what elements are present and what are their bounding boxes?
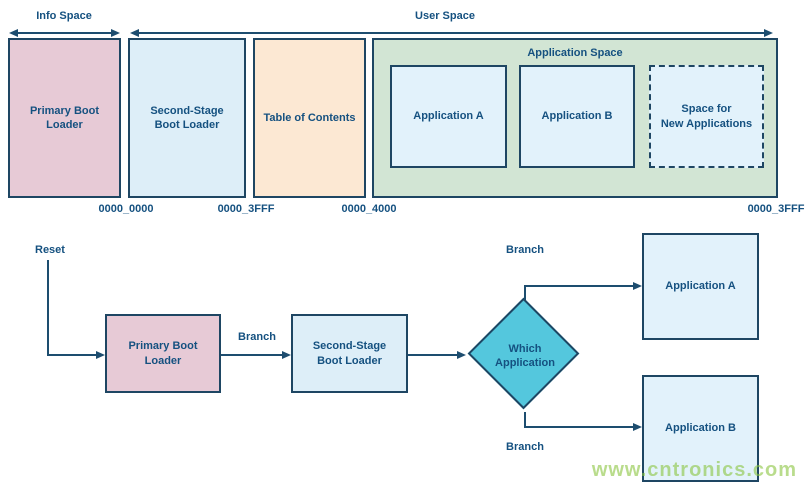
- arrowhead-right-icon: [111, 29, 120, 37]
- arrowhead-left-icon: [9, 29, 18, 37]
- user-space-label: User Space: [415, 10, 475, 22]
- memory-block-application-b: Application B: [519, 65, 635, 168]
- flow-node-primary-boot-loader: Primary Boot Loader: [105, 314, 221, 393]
- info-space-arrow-line: [18, 32, 112, 34]
- ssbl-to-decision-line: [408, 354, 457, 356]
- address-label-0: 0000_0000: [98, 203, 154, 215]
- branch-label-top: Branch: [506, 244, 544, 256]
- address-label-2: 0000_4000: [341, 203, 397, 215]
- flow-node-second-stage-boot-loader: Second-Stage Boot Loader: [291, 314, 408, 393]
- watermark-text: www.cntronics.com: [591, 459, 797, 481]
- reset-label: Reset: [35, 244, 65, 256]
- application-space-label: Application Space: [527, 47, 623, 59]
- info-space-label: Info Space: [36, 10, 92, 22]
- reset-arrow-vline: [47, 260, 49, 356]
- memory-block-primary-boot-loader: Primary Boot Loader: [8, 38, 121, 198]
- decision-to-app-b-vline: [524, 412, 526, 428]
- memory-block-application-a: Application A: [390, 65, 507, 168]
- address-label-1: 0000_3FFF: [217, 203, 275, 215]
- arrowhead-right-icon: [96, 351, 105, 359]
- arrowhead-right-icon: [633, 282, 642, 290]
- address-label-3: 0000_3FFF: [747, 203, 805, 215]
- arrowhead-right-icon: [457, 351, 466, 359]
- flow-node-application-b: Application B: [642, 375, 759, 482]
- arrowhead-right-icon: [764, 29, 773, 37]
- decision-to-app-b-hline: [524, 426, 633, 428]
- memory-block-table-of-contents: Table of Contents: [253, 38, 366, 198]
- memory-block-application-space: Application Space Application A Applicat…: [372, 38, 778, 198]
- branch-label-bottom: Branch: [506, 441, 544, 453]
- pbl-to-ssbl-line: [221, 354, 282, 356]
- memory-block-space-for-new-applications: Space for New Applications: [649, 65, 764, 168]
- arrowhead-right-icon: [633, 423, 642, 431]
- reset-arrow-hline: [47, 354, 97, 356]
- flow-decision-label: Which Application: [495, 343, 555, 369]
- flow-node-application-a: Application A: [642, 233, 759, 340]
- arrowhead-right-icon: [282, 351, 291, 359]
- arrowhead-left-icon: [130, 29, 139, 37]
- branch-label-1: Branch: [238, 331, 276, 343]
- decision-to-app-a-vline: [524, 285, 526, 300]
- memory-block-second-stage-boot-loader: Second-Stage Boot Loader: [128, 38, 246, 198]
- user-space-arrow-line: [139, 32, 765, 34]
- decision-to-app-a-hline: [524, 285, 633, 287]
